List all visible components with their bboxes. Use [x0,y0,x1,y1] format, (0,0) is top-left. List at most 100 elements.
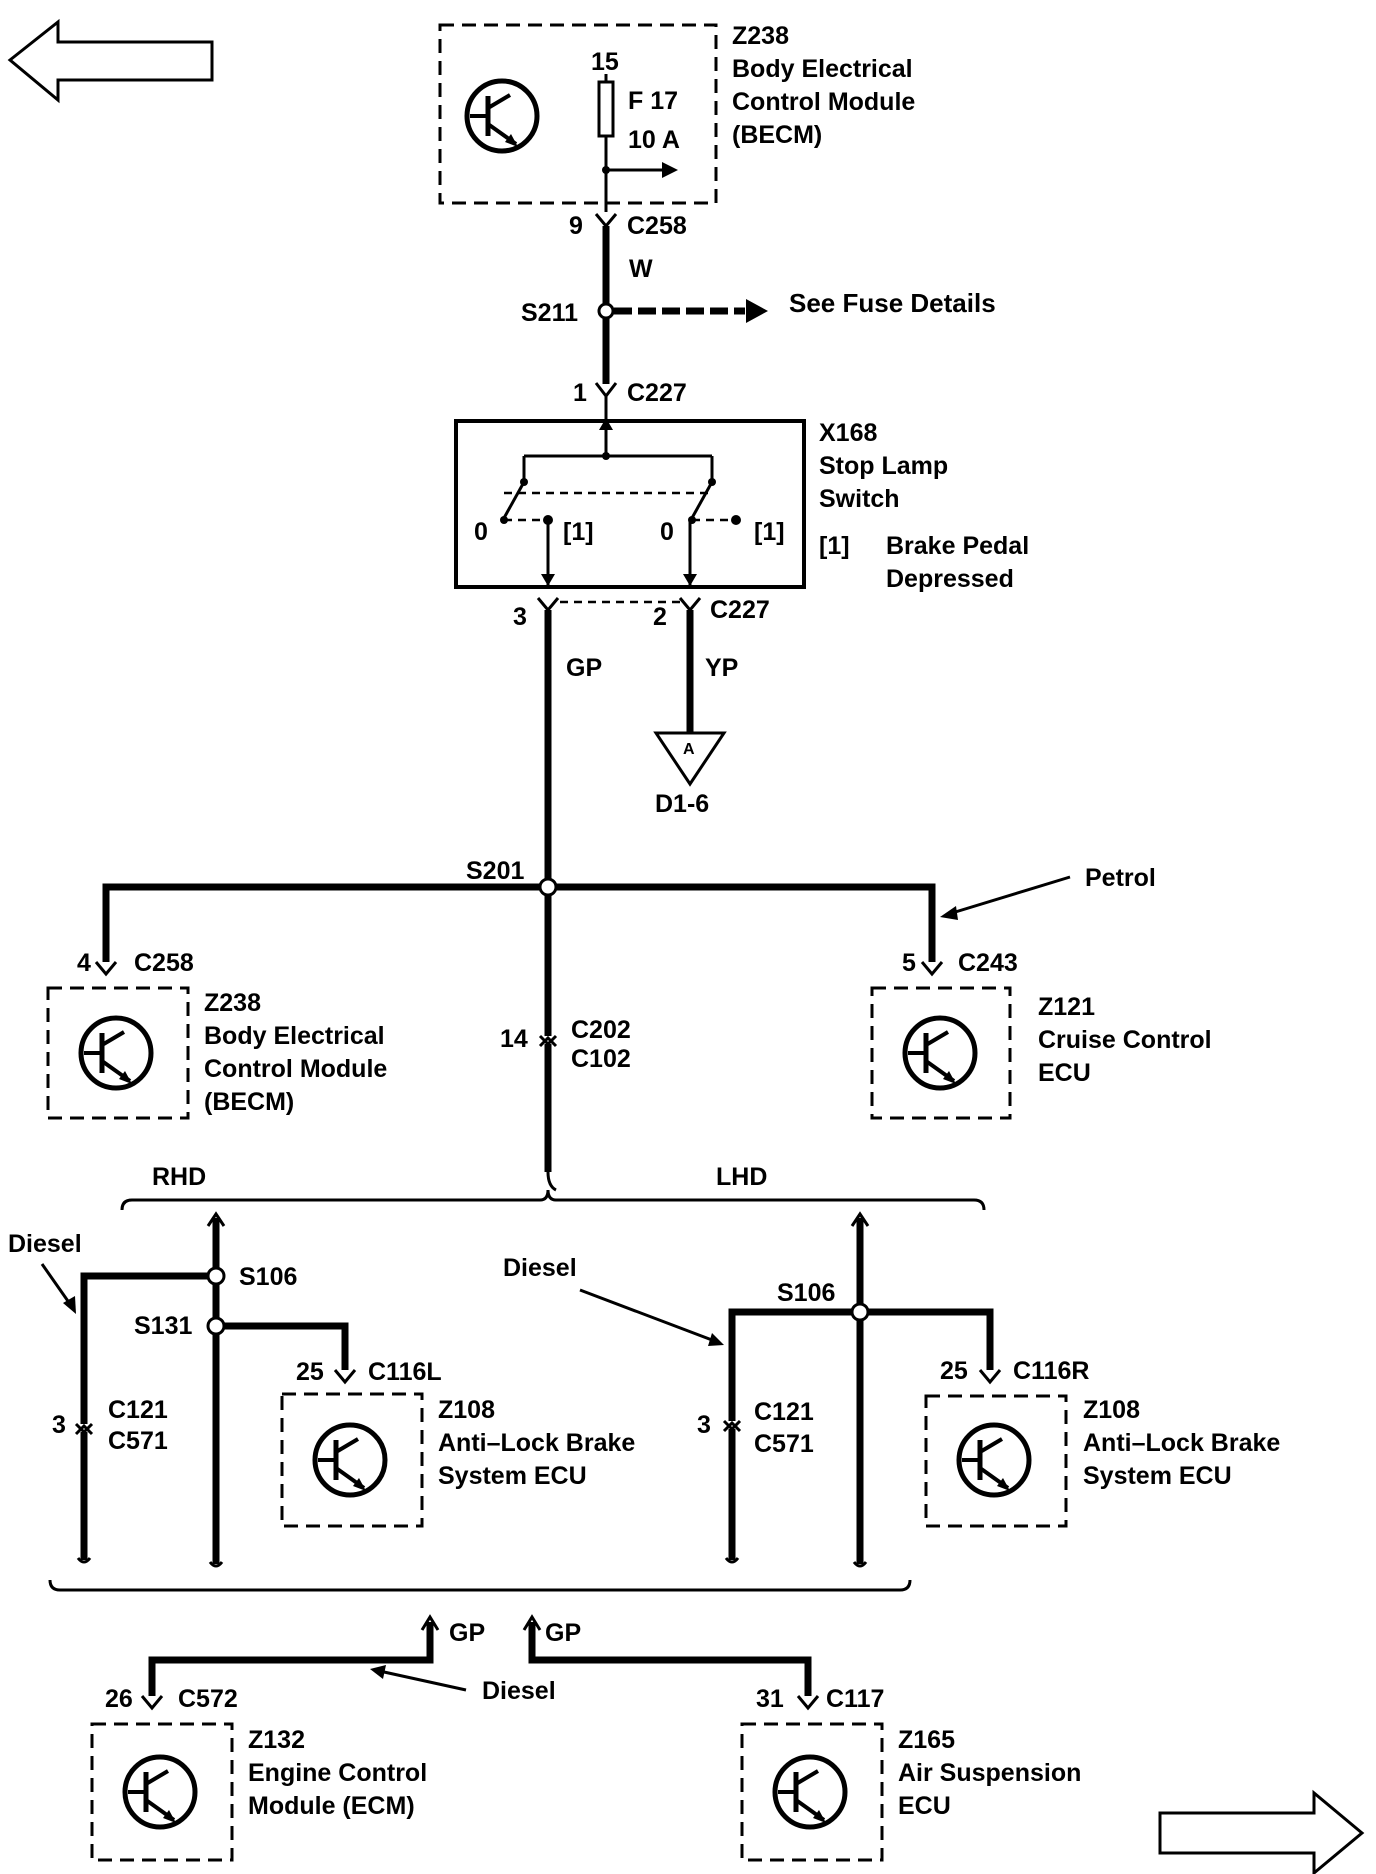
cruise-control-module: Z121 Cruise Control ECU [870,986,1212,1120]
variant-bracket-bottom [48,1579,912,1592]
next-page-arrow-icon[interactable] [1158,1789,1365,1874]
becm-top-name3: (BECM) [732,121,822,149]
transistor-icon [956,1422,1032,1498]
c572-label: C572 [178,1685,238,1713]
wire-rhd-abs [216,1322,349,1370]
becm-left-id: Z238 [204,989,261,1017]
splice-s106-lhd [850,1302,870,1322]
becm-top-module: 15 F 17 10 A Z238 Body Electrical Contro… [438,22,915,212]
c571-lhd-label: C571 [754,1430,814,1458]
ecm-name1: Engine Control [248,1759,427,1787]
splice-s106-rhd [206,1266,226,1286]
abs-rhd-name1: Anti–Lock Brake [438,1429,635,1457]
stop-lamp-switch: 0 [1] 0 [1] [454,396,806,589]
switch-pos1-left: [1] [563,518,594,546]
fuse-rating-label: 10 A [628,126,680,154]
air-name2: ECU [898,1792,951,1820]
fuse-f17 [597,80,615,138]
c116l-pin: 25 [296,1358,324,1386]
becm-left-name3: (BECM) [204,1088,294,1116]
variant-bracket-top [120,1189,986,1211]
abs-rhd-name2: System ECU [438,1462,587,1490]
c121-lhd-label: C121 [754,1398,814,1426]
diesel-rhd-note: Diesel [8,1230,82,1258]
c258-left-pin: 4 [77,949,91,977]
abs-lhd-name1: Anti–Lock Brake [1083,1429,1280,1457]
transistor-icon [464,78,540,154]
becm-left-name1: Body Electrical [204,1022,385,1050]
splice-s131-label: S131 [134,1312,192,1340]
switch-pos0-right: 0 [660,518,674,546]
air-suspension-module: Z165 Air Suspension ECU [740,1722,1081,1862]
abs-rhd-id: Z108 [438,1396,495,1424]
wire-s201-branch [102,883,936,962]
transistor-icon [122,1754,198,1830]
c243-label: C243 [958,949,1018,977]
cruise-name2: ECU [1038,1059,1091,1087]
splice-s106-lhd-label: S106 [777,1279,835,1307]
fuse-name-label: F 17 [628,87,678,115]
becm-top-id: Z238 [732,22,789,50]
transistor-icon [902,1015,978,1091]
air-id: Z165 [898,1726,955,1754]
previous-page-arrow-icon[interactable] [7,18,214,104]
abs-rhd-module: Z108 Anti–Lock Brake System ECU [280,1392,635,1528]
cruise-name1: Cruise Control [1038,1026,1212,1054]
c227-out-left-pin: 3 [513,603,527,631]
lhd-label: LHD [716,1163,767,1191]
reference-d1-6[interactable]: D1-6 [655,790,709,818]
c258-left-label: C258 [134,949,194,977]
wire-gp-color: GP [566,654,602,682]
switch-pos0-left: 0 [474,518,488,546]
see-fuse-details-link[interactable]: See Fuse Details [789,288,996,318]
ecm-id: Z132 [248,1726,305,1754]
c571-rhd-label: C571 [108,1427,168,1455]
transistor-icon [772,1754,848,1830]
fuse-pin-label: 15 [591,48,619,76]
splice-s211-label: S211 [521,299,578,327]
splice-s201 [538,877,558,897]
switch-legend-line1: Brake Pedal [886,532,1029,560]
switch-id: X168 [819,419,877,447]
becm-top-name1: Body Electrical [732,55,913,83]
splice-s131 [206,1316,226,1336]
cruise-id: Z121 [1038,993,1095,1021]
c117-label: C117 [826,1685,884,1713]
rhd-label: RHD [152,1163,206,1191]
abs-lhd-name2: System ECU [1083,1462,1232,1490]
switch-pos1-right: [1] [754,518,785,546]
petrol-note: Petrol [1085,864,1156,892]
c102-label: C102 [571,1045,631,1073]
c227-out-right-pin: 2 [653,603,667,631]
becm-left-name2: Control Module [204,1055,387,1083]
c121-rhd-pin: 3 [52,1411,66,1439]
becm-top-name2: Control Module [732,88,915,116]
reference-a-icon[interactable] [653,731,727,787]
diesel-lhd-note: Diesel [503,1254,577,1282]
switch-name1: Stop Lamp [819,452,948,480]
c258-top-pin: 9 [569,212,583,240]
ecm-name2: Module (ECM) [248,1792,415,1820]
c121-lhd-pin: 3 [697,1411,711,1439]
ecm-module: Z132 Engine Control Module (ECM) [90,1722,427,1862]
wire-gp-air [528,1622,812,1696]
switch-name2: Switch [819,485,900,513]
splice-s201-label: S201 [466,857,524,885]
c227-out-label: C227 [710,596,770,624]
transistor-icon [78,1015,154,1091]
becm-left-module: Z238 Body Electrical Control Module (BEC… [46,986,387,1120]
splice-s106-rhd-label: S106 [239,1263,297,1291]
wire-rhd-diesel [80,1272,216,1560]
c258-top-label: C258 [627,212,687,240]
c116r-pin: 25 [940,1357,968,1385]
wire-gp-right-color: GP [545,1619,581,1647]
abs-lhd-id: Z108 [1083,1396,1140,1424]
c121-rhd-label: C121 [108,1396,168,1424]
wire-gp-ecm [148,1622,434,1696]
switch-legend-line2: Depressed [886,565,1014,593]
air-name1: Air Suspension [898,1759,1081,1787]
abs-lhd-module: Z108 Anti–Lock Brake System ECU [924,1394,1280,1528]
c202-label: C202 [571,1016,631,1044]
c243-pin: 5 [902,949,916,977]
wire-gp-left-color: GP [449,1619,485,1647]
